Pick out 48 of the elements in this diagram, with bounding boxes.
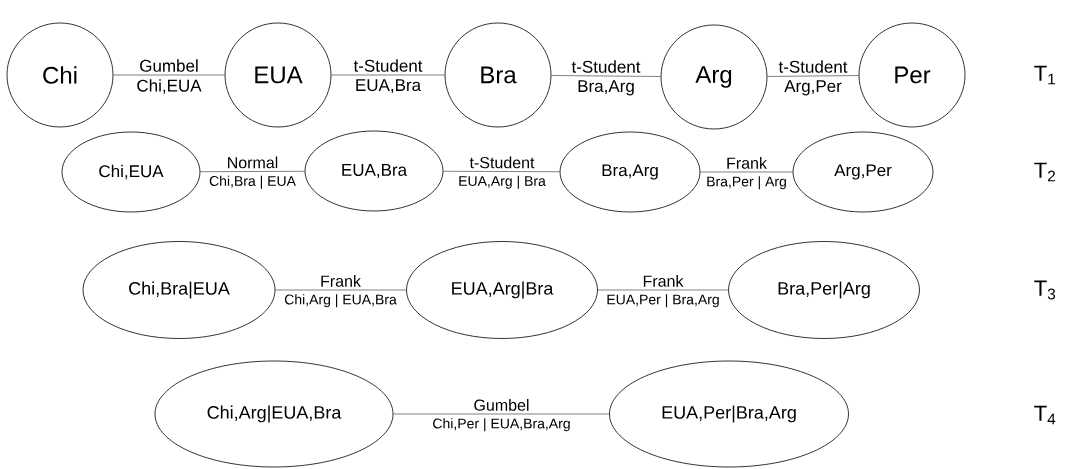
edge-label: Gumbel [140, 59, 198, 72]
ellipse-node: Chi,Arg|EUA,Bra [154, 360, 394, 468]
edge-label: t-Student [469, 156, 535, 169]
ellipse-node: EUA,Per|Bra,Arg [609, 360, 849, 468]
ellipse-node: EUA,Arg|Bra [406, 241, 598, 339]
ellipse-node: Chi,Bra|EUA [82, 241, 276, 339]
variable-pair-text: Chi,Arg | EUA,Bra [284, 294, 397, 308]
variable-pair-text: EUA,Arg | Bra [459, 175, 546, 189]
ellipse-node: Arg,Per [792, 131, 934, 213]
ellipse-node: Bra,Per|Arg [728, 241, 920, 339]
connector-line [113, 74, 225, 76]
edge-label: Frank [643, 275, 684, 287]
ellipse-node: Per [858, 22, 966, 128]
edge-label: Frank [321, 275, 361, 287]
ellipse-node: EUA [224, 22, 332, 128]
connector-line [767, 75, 859, 77]
edge-label: Frank [727, 157, 767, 169]
connector-line [443, 171, 560, 172]
variable-pair-text: Arg,Per [784, 80, 842, 96]
connector-line [331, 74, 445, 76]
variable-pair-text: Chi,EUA [137, 79, 202, 94]
ellipse-node: Chi [6, 22, 114, 128]
tree-label: T$_{3}$ [1034, 280, 1056, 300]
connector-line [393, 413, 610, 415]
ellipse-node: Chi,EUA [61, 131, 201, 213]
variable-pair-text: Bra,Arg [578, 80, 634, 96]
connector-line [700, 171, 793, 173]
ellipse-node: Arg [660, 24, 768, 130]
variable-pair-text: Bra,Per | Arg [707, 176, 786, 190]
variable-pair-text: Chi,Bra | EUA [209, 175, 296, 189]
edge-label: t-Student [571, 60, 641, 73]
variable-pair-text: EUA,Per | Bra,Arg [607, 294, 719, 308]
connector-line [200, 171, 305, 172]
connector-line [597, 289, 729, 291]
ellipse-node: EUA,Bra [304, 130, 444, 212]
ellipse-node: Bra [444, 22, 552, 128]
edge-label: Gumbel [474, 399, 529, 411]
connector-line [551, 75, 661, 77]
edge-label: t-Student [353, 59, 423, 72]
tree-label: T$_{1}$ [1034, 65, 1055, 85]
ellipse-node: Bra,Arg [559, 131, 701, 213]
connector-line [275, 289, 407, 291]
edge-label: t-Student [778, 60, 848, 73]
variable-pair-text: EUA,Bra [356, 79, 422, 94]
tree-label: T$_{4}$ [1034, 405, 1056, 425]
edge-label: Normal [228, 156, 278, 169]
tree-label: T$_{2}$ [1034, 162, 1055, 182]
variable-pair-text: Chi,Per | EUA,Bra,Arg [433, 418, 570, 432]
